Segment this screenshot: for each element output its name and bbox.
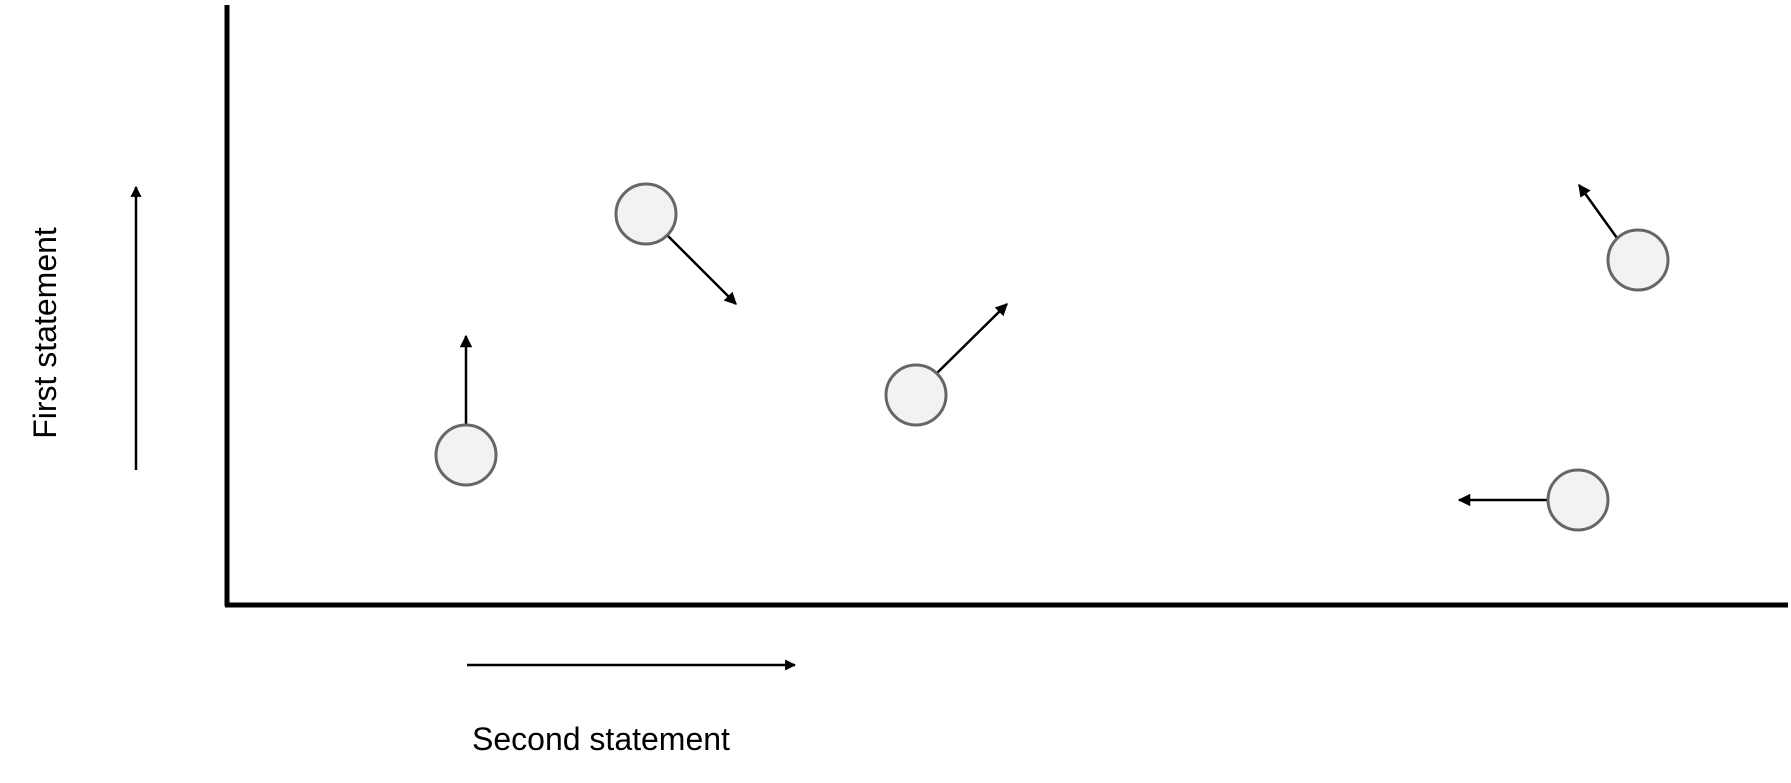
node-2-arrow [667,235,737,305]
node-1 [434,334,498,487]
node-1-circle [434,423,498,487]
node-2 [614,182,737,305]
y-axis-label: First statement [27,227,63,439]
node-3 [884,303,1008,427]
node-3-circle [884,363,948,427]
node-4-arrow [1577,183,1619,239]
x-axis-label: Second statement [472,721,730,757]
node-5 [1457,468,1610,532]
node-3-arrow [936,303,1008,374]
node-2-circle [614,182,678,246]
node-5-circle [1546,468,1610,532]
node-4-circle [1606,228,1670,292]
node-4 [1577,183,1670,292]
